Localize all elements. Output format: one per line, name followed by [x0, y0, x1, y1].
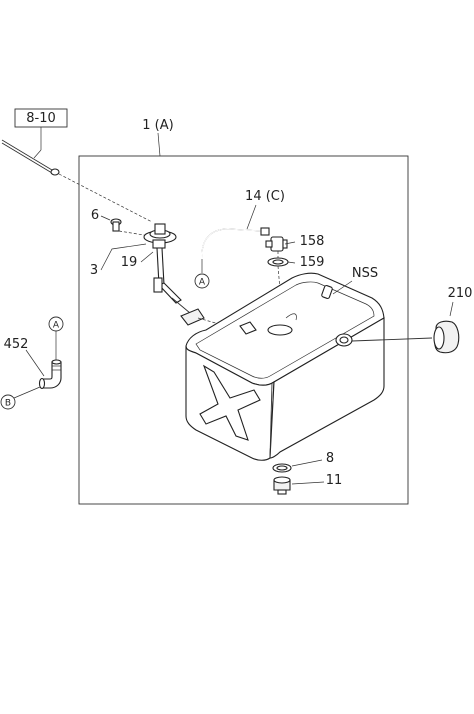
filler-cap-210[interactable]: [433, 320, 460, 354]
fuel-tank[interactable]: [185, 272, 385, 461]
leader-14c: [246, 204, 257, 230]
label-6[interactable]: 6: [91, 208, 99, 223]
leader-cap-to-neck: [351, 337, 433, 342]
label-14c[interactable]: 14 (C): [245, 189, 285, 204]
label-11[interactable]: 11: [326, 473, 343, 488]
label-210[interactable]: 210: [448, 286, 473, 301]
label-nss[interactable]: NSS: [352, 266, 378, 281]
leader-159: [287, 261, 296, 264]
marker-a-hose[interactable]: [194, 273, 210, 289]
hose-14c[interactable]: [201, 227, 270, 259]
valve-158[interactable]: [265, 236, 288, 252]
elbow-fitting-452[interactable]: [38, 359, 62, 390]
leader-8-10-tick: [33, 149, 42, 159]
screw-6[interactable]: [110, 218, 122, 232]
washer-8[interactable]: [272, 463, 292, 473]
marker-b-left[interactable]: [0, 394, 16, 410]
label-1a[interactable]: 1 (A): [142, 118, 173, 133]
assembly-frame: [78, 155, 409, 505]
leader-8: [291, 459, 323, 467]
gauge-rod[interactable]: [1, 139, 60, 176]
label-452[interactable]: 452: [4, 337, 29, 352]
marker-a-left-label: A: [53, 321, 60, 331]
leader-nss: [332, 280, 353, 295]
leader-11: [291, 481, 325, 485]
drain-plug-11[interactable]: [273, 476, 291, 495]
label-159[interactable]: 159: [300, 255, 325, 270]
leader-rod-to-sender: [58, 173, 153, 223]
float-arm[interactable]: [171, 297, 205, 326]
marker-a-hose-label: A: [199, 278, 206, 288]
label-8-10[interactable]: 8-10: [26, 111, 56, 126]
leader-1a: [157, 132, 161, 157]
leader-b-left: [13, 386, 41, 399]
grommet-159[interactable]: [267, 257, 289, 267]
leader-210: [449, 301, 454, 317]
label-19[interactable]: 19: [121, 255, 138, 270]
label-158[interactable]: 158: [300, 234, 325, 249]
leader-158: [284, 241, 296, 245]
leader-452: [25, 349, 45, 377]
label-3[interactable]: 3: [90, 263, 98, 278]
label-8[interactable]: 8: [326, 451, 334, 466]
fuel-sender-unit[interactable]: [143, 223, 182, 304]
leader-6: [100, 215, 111, 221]
bracket-3-19: [100, 243, 147, 271]
marker-b-left-label: B: [5, 399, 11, 409]
leader-19: [140, 251, 154, 263]
